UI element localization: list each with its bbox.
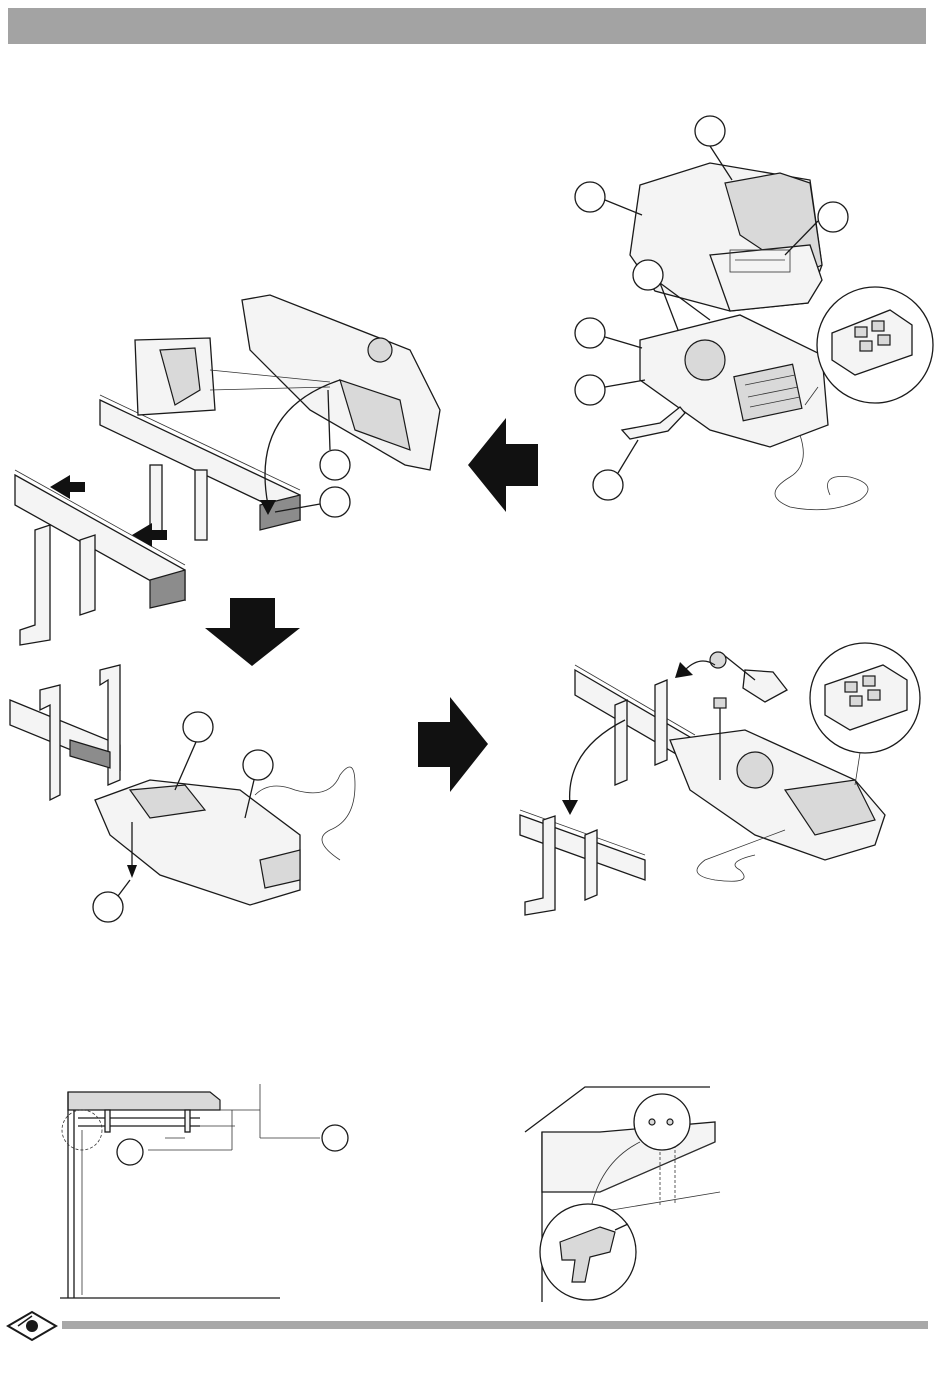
bracket-1: [40, 685, 60, 800]
mounting-bracket: [622, 407, 685, 439]
figure-drill-fixing: [520, 1082, 740, 1310]
rail-lower: [520, 815, 645, 880]
callout-base-top: [633, 260, 663, 290]
cover-exploded-drawing: [560, 105, 930, 525]
head-fixed-drawing: [10, 660, 390, 930]
callout-base-left-2: [575, 375, 605, 405]
lintel: [542, 1122, 715, 1192]
figure-head-fixed: [10, 660, 390, 930]
callout-clearance: [322, 1125, 348, 1151]
footer-bar: [62, 1321, 928, 1329]
fixing-holes-inset: [634, 1094, 690, 1150]
power-cord: [775, 435, 868, 510]
side-section-drawing: [60, 1080, 360, 1305]
figure-release-secure: [515, 640, 935, 930]
motor-dome: [685, 340, 725, 380]
ceiling: [68, 1092, 220, 1110]
callout-rail: [117, 1139, 143, 1165]
header-bar: [8, 8, 926, 44]
release-secure-drawing: [515, 640, 935, 930]
callout-bracket: [593, 470, 623, 500]
callout-head-1: [320, 450, 350, 480]
hand: [743, 670, 787, 702]
callout-cover-top: [695, 116, 725, 146]
figure-side-section: [60, 1080, 360, 1305]
callout-cover-left: [575, 182, 605, 212]
fixing-hole-1: [649, 1119, 655, 1125]
callout-screw: [93, 892, 123, 922]
hammer-head: [710, 652, 726, 668]
callout-cover-right: [818, 202, 848, 232]
callout-head-right: [243, 750, 273, 780]
arrow-left: [468, 418, 538, 512]
eye-logo-icon: [6, 1306, 58, 1346]
callout-base-left-1: [575, 318, 605, 348]
callout-head-top: [183, 712, 213, 742]
arrow-right: [418, 697, 488, 792]
callout-head-2: [320, 487, 350, 517]
ceiling-bracket-1: [20, 525, 50, 645]
brand-logo: [6, 1306, 58, 1346]
figure-cover-exploded: [560, 105, 930, 525]
ceiling-bracket-2: [80, 535, 95, 615]
arrow-down: [205, 598, 300, 666]
fixing-hole-2: [667, 1119, 673, 1125]
drill-fixing-drawing: [520, 1082, 740, 1310]
